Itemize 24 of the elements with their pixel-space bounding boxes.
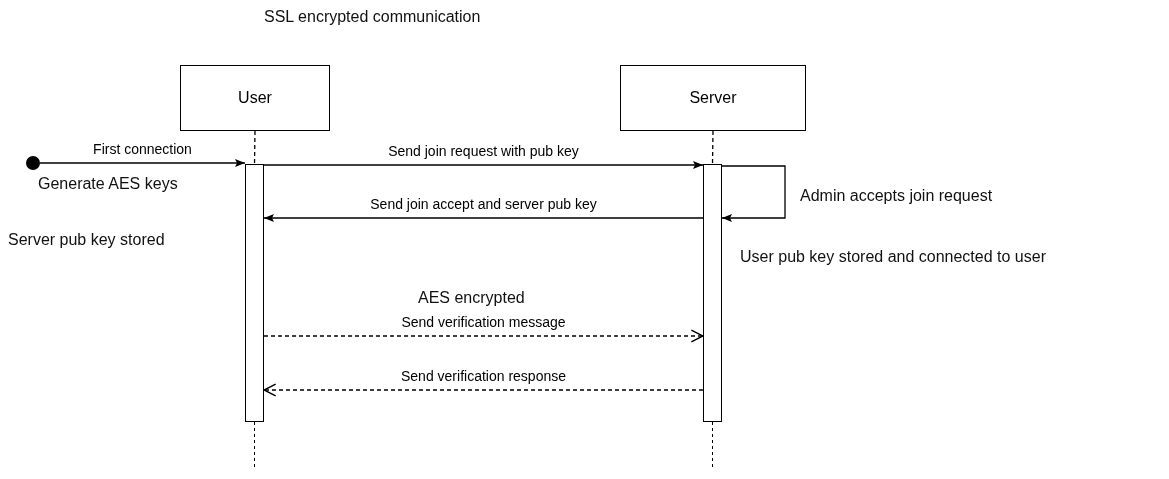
edge-label: Send verification response [399, 368, 568, 384]
lifeline [711, 130, 714, 165]
dashed-arrow [263, 329, 704, 343]
edge-label: Send verification message [399, 314, 568, 330]
lifeline [253, 130, 256, 165]
edge-label: First connection [91, 141, 194, 157]
arrow [263, 214, 704, 222]
edge-label: Admin accepts join request [800, 187, 993, 205]
participant-box: Server [620, 65, 806, 131]
note-label: AES encrypted [418, 289, 525, 307]
edge-label: Send join request with pub key [386, 143, 581, 159]
title: SSL encrypted communication [264, 8, 481, 26]
note-label: Generate AES keys [38, 175, 178, 193]
note-label: Server pub key stored [8, 231, 165, 249]
start-dot [26, 156, 40, 170]
dashed-arrow [263, 383, 704, 397]
arrow [721, 165, 786, 222]
arrow [263, 161, 704, 169]
edge-label: Send join accept and server pub key [368, 196, 599, 212]
arrow [39, 159, 246, 167]
activation-bar [245, 164, 264, 422]
note-label: User pub key stored and connected to user [740, 248, 1046, 266]
activation-bar [703, 164, 722, 422]
participant-box: User [180, 65, 330, 131]
